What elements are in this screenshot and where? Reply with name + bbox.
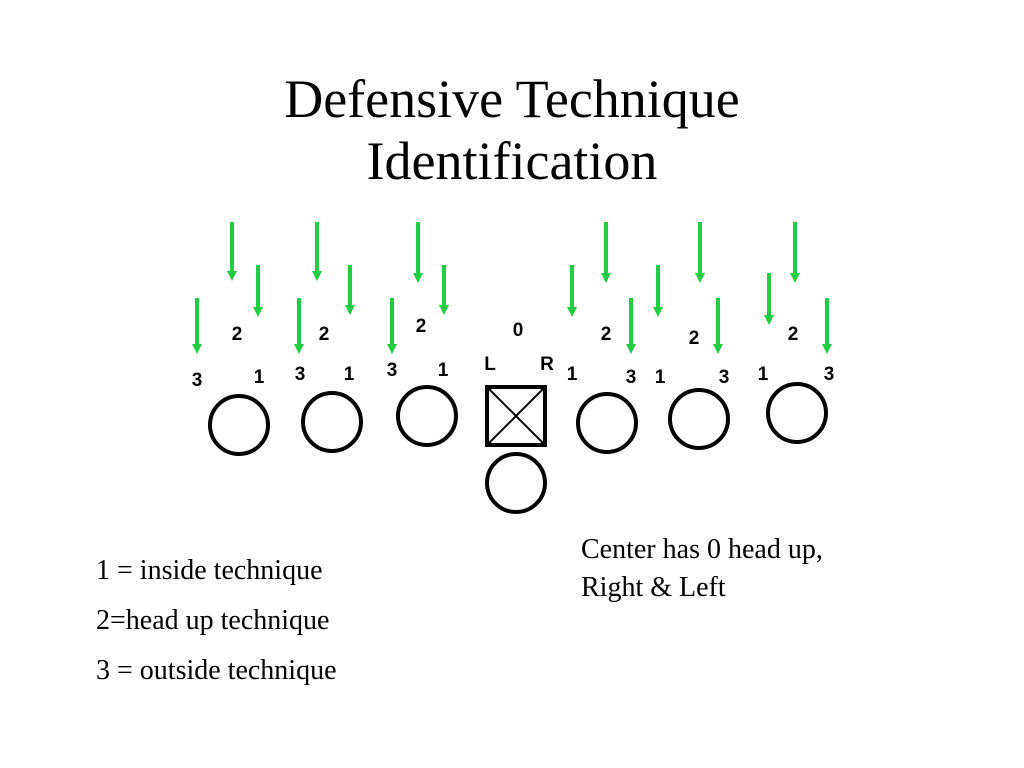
- technique-label: 0: [513, 320, 524, 341]
- technique-label: 1: [254, 367, 265, 388]
- technique-label: 1: [567, 364, 578, 385]
- technique-label: 2: [232, 324, 243, 345]
- technique-label: 2: [319, 324, 330, 345]
- center-note: Center has 0 head up, Right & Left: [581, 531, 823, 607]
- technique-label: 1: [438, 360, 449, 381]
- title-line-1: Defensive Technique: [284, 69, 740, 129]
- technique-label: 3: [626, 367, 637, 388]
- legend-item-head-up: 2=head up technique: [96, 605, 330, 636]
- technique-label: 2: [601, 324, 612, 345]
- center-note-line-1: Center has 0 head up,: [581, 534, 823, 565]
- technique-label: 1: [655, 367, 666, 388]
- lineman-circle: [668, 388, 730, 450]
- center-square: [485, 385, 547, 447]
- technique-label: L: [484, 354, 496, 375]
- lineman-circle: [766, 382, 828, 444]
- slide-title: Defensive Technique Identification: [0, 68, 1024, 192]
- title-line-2: Identification: [366, 131, 658, 191]
- technique-label: 2: [416, 316, 427, 337]
- legend-item-inside: 1 = inside technique: [96, 555, 323, 586]
- arrow-group: [192, 222, 832, 354]
- technique-label: 3: [824, 364, 835, 385]
- lineman-circle: [208, 394, 270, 456]
- lineman-circle: [396, 385, 458, 447]
- technique-labels: 2 1 3 2 1 3 2 1 3 0 L R 2 1 3 2 1 3 2 1 …: [192, 316, 835, 391]
- offensive-line: [208, 382, 828, 514]
- technique-legend: 1 = inside technique 2=head up technique…: [96, 546, 337, 696]
- technique-label: 2: [788, 324, 799, 345]
- technique-label: 3: [192, 370, 203, 391]
- technique-label: 3: [387, 360, 398, 381]
- technique-label: R: [540, 354, 554, 375]
- technique-label: 3: [719, 367, 730, 388]
- quarterback-circle: [485, 452, 547, 514]
- technique-label: 1: [758, 364, 769, 385]
- lineman-circle: [576, 392, 638, 454]
- lineman-circle: [301, 391, 363, 453]
- technique-label: 2: [689, 328, 700, 349]
- legend-item-outside: 3 = outside technique: [96, 655, 337, 686]
- technique-label: 3: [295, 364, 306, 385]
- technique-label: 1: [344, 364, 355, 385]
- center-note-line-2: Right & Left: [581, 572, 726, 603]
